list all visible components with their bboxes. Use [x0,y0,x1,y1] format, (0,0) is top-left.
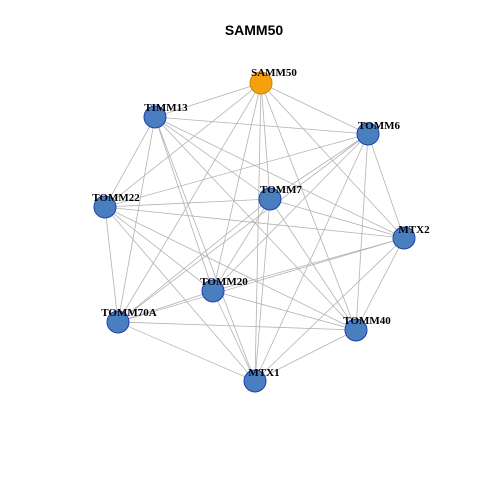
node-circle-tomm40 [344,318,368,342]
edge-tomm40-mtx1 [254,329,357,382]
edge-tomm6-tomm22 [104,133,369,208]
edge-mtx2-tomm70a [117,237,405,323]
node-label-tomm6: TOMM6 [358,120,400,132]
node-label-mtx2: MTX2 [398,224,430,236]
edge-tomm6-tomm7 [269,133,369,200]
edge-tomm20-mtx1 [212,290,256,382]
node-tomm7: TOMM7 [258,184,302,211]
edge-timm13-tomm22 [104,116,156,208]
edge-timm13-tomm20 [154,116,214,292]
edge-samm50-tomm22 [104,82,262,208]
node-label-tomm20: TOMM20 [200,276,248,288]
edge-samm50-tomm7 [260,82,271,200]
node-circle-tomm22 [93,195,117,219]
node-samm50: SAMM50 [249,67,297,95]
node-mtx2: MTX2 [392,224,430,250]
node-tomm70a: TOMM70A [101,307,157,334]
edge-mtx2-tomm20 [212,237,405,292]
edge-tomm7-mtx2 [269,198,405,239]
edge-tomm7-tomm70a [117,198,271,323]
node-tomm22: TOMM22 [92,192,140,219]
edge-tomm7-tomm20 [212,198,271,292]
node-label-tomm7: TOMM7 [260,184,302,196]
edge-samm50-tomm70a [117,82,262,323]
edge-timm13-tomm70a [117,116,156,323]
node-mtx1: MTX1 [243,367,280,393]
node-label-tomm40: TOMM40 [343,315,391,327]
edge-tomm7-tomm22 [104,198,271,208]
edge-mtx2-tomm40 [355,237,405,331]
node-layer: SAMM50TIMM13TOMM6TOMM7TOMM22MTX2TOMM20TO… [92,67,430,393]
node-circle-tomm7 [258,187,282,211]
node-circle-mtx1 [243,369,267,393]
edge-samm50-tomm20 [212,82,262,292]
edge-timm13-tomm6 [154,116,369,135]
node-circle-tomm6 [356,122,380,146]
node-label-tomm70a: TOMM70A [101,307,156,319]
node-tomm40: TOMM40 [343,315,391,342]
node-circle-mtx2 [392,226,416,250]
edge-samm50-tomm6 [260,82,369,135]
edge-tomm22-tomm40 [104,206,357,331]
node-circle-timm13 [143,105,167,129]
edge-tomm22-tomm20 [104,206,214,292]
node-circle-tomm20 [201,279,225,303]
node-label-tomm22: TOMM22 [92,192,140,204]
diagram-title: SAMM50 [225,22,284,38]
edge-tomm6-mtx1 [254,133,369,382]
edge-tomm6-tomm20 [212,133,369,292]
node-tomm6: TOMM6 [356,120,400,146]
node-circle-samm50 [249,71,273,95]
edge-tomm22-tomm70a [104,206,119,323]
node-label-timm13: TIMM13 [144,102,188,114]
edge-tomm22-mtx2 [104,206,405,239]
node-timm13: TIMM13 [143,102,188,129]
edge-timm13-mtx1 [154,116,256,382]
edge-tomm6-tomm40 [355,133,369,331]
edge-tomm70a-tomm40 [117,321,357,331]
node-circle-tomm70a [106,310,130,334]
edge-tomm70a-mtx1 [117,321,256,382]
edge-tomm22-mtx1 [104,206,256,382]
edge-mtx2-mtx1 [254,237,405,382]
edge-samm50-mtx1 [254,82,262,382]
node-tomm20: TOMM20 [200,276,248,303]
edge-timm13-tomm40 [154,116,357,331]
edge-tomm20-tomm40 [212,290,357,331]
edge-layer [104,82,405,382]
edge-tomm6-mtx2 [367,133,405,239]
node-label-samm50: SAMM50 [251,67,297,79]
edge-samm50-timm13 [154,82,262,118]
edge-timm13-tomm7 [154,116,271,200]
edge-tomm6-tomm70a [117,133,369,323]
node-label-mtx1: MTX1 [248,367,279,379]
edge-samm50-tomm40 [260,82,357,331]
edge-tomm20-tomm70a [117,290,214,323]
edge-tomm7-mtx1 [254,198,271,382]
